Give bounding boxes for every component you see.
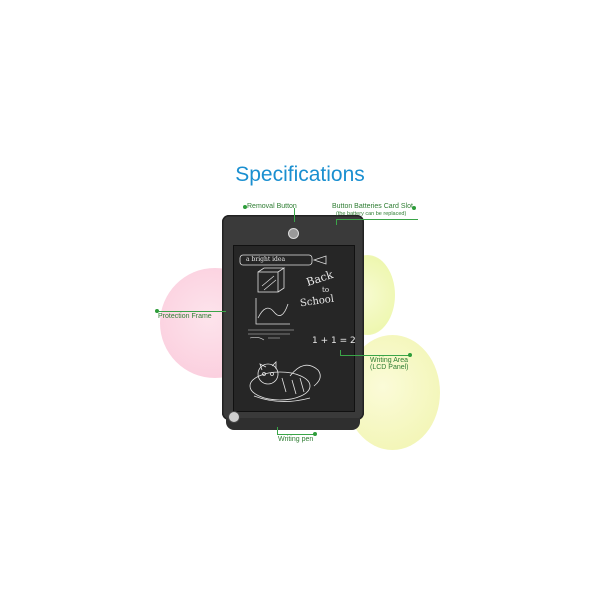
protection-frame-leader <box>158 311 226 312</box>
battery-slot-label: Button Batteries Card Slot <box>332 203 413 210</box>
writing-area-leader-v <box>340 350 341 356</box>
writing-pen-tip[interactable] <box>228 411 240 423</box>
writing-pen-dot <box>313 432 317 436</box>
writing-area-label-line2: (LCD Panel) <box>370 364 409 371</box>
banner-text: a bright idea <box>246 256 286 263</box>
battery-slot-leader-h <box>336 219 418 220</box>
writing-area-dot <box>408 353 412 357</box>
lcd-screen[interactable]: a bright idea Back to School 1 + 1 = 2 <box>233 245 356 412</box>
graph-curve <box>257 303 289 319</box>
page-title: Specifications <box>235 163 365 186</box>
battery-slot-note: (the battery can be replaced) <box>336 211 407 217</box>
pencil-icon <box>312 255 327 265</box>
to-text: to <box>322 286 330 294</box>
tablet-bottom-edge <box>226 418 360 430</box>
battery-slot-leader-v <box>336 219 337 225</box>
protection-frame-label: Protection Frame <box>158 313 212 320</box>
equation-text: 1 + 1 = 2 <box>312 336 356 346</box>
writing-pen-label: Writing pen <box>278 436 314 443</box>
writing-area-label-line1: Writing Area <box>370 357 408 364</box>
graph-axes <box>255 298 290 325</box>
lcd-writing-tablet: a bright idea Back to School 1 + 1 = 2 <box>222 215 364 420</box>
writing-pen-leader-v <box>277 427 278 435</box>
removal-button-label: Removal Button <box>247 203 297 210</box>
removal-button-dot <box>243 205 247 209</box>
trash-icon[interactable] <box>288 228 299 239</box>
tiger-drawing-icon <box>249 361 321 402</box>
writing-pen-leader-h <box>277 434 315 435</box>
screen-drawings <box>239 254 327 402</box>
protection-frame-dot <box>155 309 159 313</box>
battery-slot-dot <box>412 206 416 210</box>
banner-outline <box>239 254 313 266</box>
removal-button-leader <box>294 208 295 222</box>
writing-area-leader-h <box>340 355 410 356</box>
cube-sketch <box>257 271 279 293</box>
